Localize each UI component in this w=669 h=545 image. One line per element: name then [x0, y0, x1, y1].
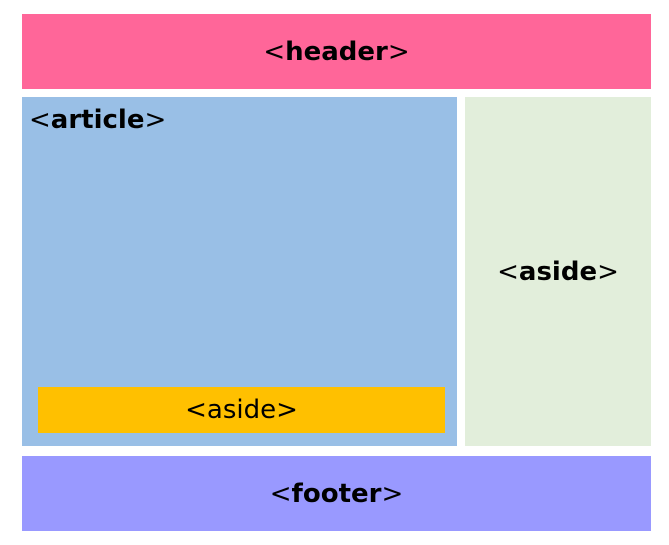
header-label-open: <: [263, 36, 286, 67]
aside-right-box: <aside>: [465, 97, 651, 446]
article-label-close: >: [144, 105, 167, 135]
aside-right-label-open: <: [497, 256, 519, 287]
aside-inner-box: <aside>: [38, 387, 445, 433]
header-label-close: >: [387, 36, 410, 67]
footer-label-tag: footer: [291, 478, 382, 509]
footer-label-open: <: [269, 478, 292, 509]
aside-right-label-close: >: [597, 256, 619, 287]
aside-right-label: <aside>: [465, 97, 651, 446]
header-label-tag: header: [285, 36, 388, 67]
aside-inner-label-open: <: [185, 395, 207, 425]
footer-box: <footer>: [22, 456, 651, 531]
article-label: <article>: [29, 107, 166, 133]
header-label: <header>: [22, 14, 651, 89]
aside-inner-label-tag: aside: [206, 395, 277, 425]
footer-label-close: >: [381, 478, 404, 509]
aside-inner-label: <aside>: [38, 387, 445, 433]
aside-right-label-tag: aside: [518, 256, 598, 287]
article-label-open: <: [29, 105, 51, 135]
article-label-tag: article: [50, 105, 145, 135]
header-box: <header>: [22, 14, 651, 89]
footer-label: <footer>: [22, 456, 651, 531]
aside-inner-label-close: >: [276, 395, 298, 425]
